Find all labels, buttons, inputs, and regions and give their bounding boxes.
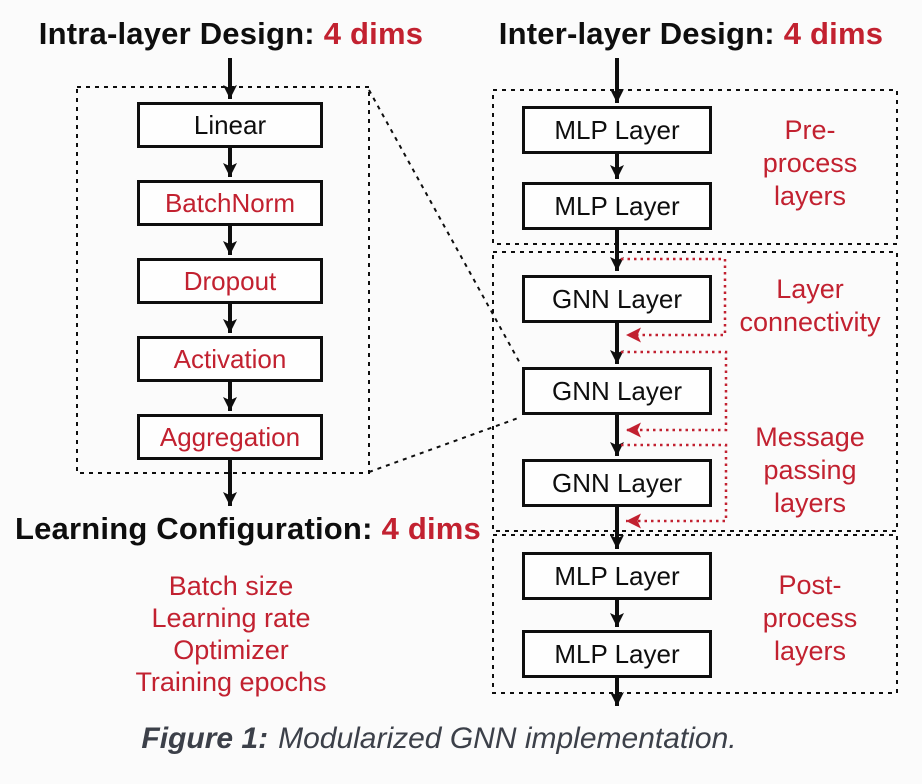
- inter-layer-title-text: Inter-layer Design:: [498, 16, 775, 51]
- config-item-learning-rate: Learning rate: [151, 603, 311, 633]
- config-item-batch-size: Batch size: [168, 571, 294, 601]
- layer-connectivity-label: Layer connectivity: [739, 274, 881, 337]
- node-gnn-2: GNN Layer: [522, 367, 712, 415]
- node-mlp-post-2: MLP Layer: [522, 630, 712, 678]
- pre-process-dashed-region: [492, 89, 898, 245]
- zoom-connector-lines: [368, 89, 522, 473]
- node-linear: Linear: [137, 102, 323, 148]
- skip-connection-loops: [621, 257, 728, 529]
- pre-process-label: Pre- process layers: [762, 115, 858, 211]
- learning-configuration-dims-badge: 4 dims: [381, 511, 482, 546]
- node-aggregation: Aggregation: [137, 414, 323, 460]
- node-mlp-pre-1: MLP Layer: [522, 106, 712, 154]
- node-batchnorm: BatchNorm: [137, 180, 323, 226]
- learning-configuration-title-text: Learning Configuration:: [14, 511, 373, 546]
- node-dropout: Dropout: [137, 258, 323, 304]
- config-item-training-epochs: Training epochs: [135, 667, 327, 697]
- post-process-label: Post- process layers: [762, 570, 858, 666]
- learning-configuration-title: Learning Configuration:4 dims: [0, 511, 496, 547]
- node-mlp-pre-2: MLP Layer: [522, 182, 712, 230]
- config-item-optimizer: Optimizer: [173, 635, 289, 665]
- intra-layer-dims-badge: 4 dims: [323, 16, 424, 51]
- node-gnn-3: GNN Layer: [522, 459, 712, 507]
- figure-caption-number: Figure 1:: [141, 722, 269, 755]
- inter-layer-dims-badge: 4 dims: [783, 16, 884, 51]
- intra-layer-title-text: Intra-layer Design:: [38, 16, 315, 51]
- message-passing-label: Message passing layers: [755, 422, 865, 518]
- message-passing-dashed-region: [492, 251, 898, 532]
- post-process-dashed-region: [492, 534, 898, 694]
- inter-layer-title: Inter-layer Design:4 dims: [460, 16, 922, 52]
- intra-layer-title: Intra-layer Design:4 dims: [0, 16, 462, 52]
- node-mlp-post-1: MLP Layer: [522, 552, 712, 600]
- node-activation: Activation: [137, 336, 323, 382]
- figure-caption: Figure 1: Modularized GNN implementation.: [0, 722, 878, 756]
- figure-caption-text: Modularized GNN implementation.: [278, 722, 737, 755]
- node-gnn-1: GNN Layer: [522, 275, 712, 323]
